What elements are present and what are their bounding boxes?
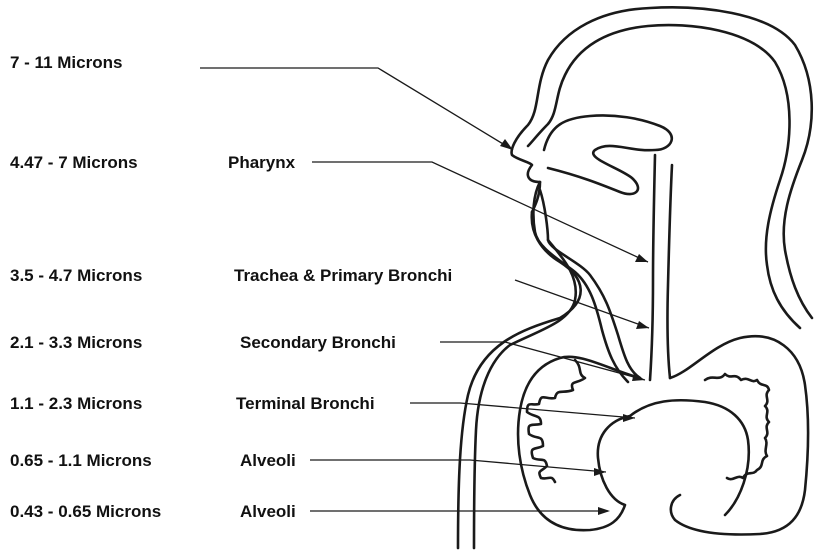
arrowhead-row-2 [635, 254, 648, 262]
leader-row-5 [410, 403, 635, 418]
leader-row-3 [515, 280, 649, 328]
leader-row-2 [312, 162, 648, 262]
particle-size-label-4: 2.1 - 3.3 Microns [10, 333, 142, 352]
trachea-left-wall [650, 155, 655, 380]
arrowhead-row-1 [500, 139, 513, 150]
region-label-pharynx: Pharynx [228, 153, 296, 172]
particle-size-label-6: 0.65 - 1.1 Microns [10, 451, 152, 470]
arrowhead-row-7 [598, 507, 610, 515]
leader-row-6 [310, 460, 606, 472]
neck-front [458, 212, 581, 548]
region-label-alveoli-2: Alveoli [240, 502, 296, 521]
particle-size-label-5: 1.1 - 2.3 Microns [10, 394, 142, 413]
nasal-cavity [544, 115, 672, 194]
particle-size-label-3: 3.5 - 4.7 Microns [10, 266, 142, 285]
left-lung [518, 357, 640, 530]
region-label-terminal-bronchi: Terminal Bronchi [236, 394, 375, 413]
particle-size-label-7: 0.43 - 0.65 Microns [10, 502, 161, 521]
arrowhead-row-3 [636, 321, 649, 329]
region-label-alveoli-1: Alveoli [240, 451, 296, 470]
head-inner-contour [528, 25, 800, 328]
labels: 7 - 11 Microns 4.47 - 7 Microns Pharynx … [10, 53, 452, 521]
right-lung [670, 336, 808, 534]
left-lung-folds [527, 360, 585, 482]
anatomy-outline [458, 7, 812, 548]
arrowhead-row-4 [632, 373, 645, 381]
pharynx-back [533, 182, 628, 382]
right-lung-folds [705, 374, 769, 479]
region-label-trachea: Trachea & Primary Bronchi [234, 266, 452, 285]
trachea-right-wall [667, 165, 672, 378]
particle-size-label-1: 7 - 11 Microns [10, 53, 122, 72]
region-label-secondary-bronchi: Secondary Bronchi [240, 333, 396, 352]
main-bronchi [630, 400, 749, 515]
particle-size-label-2: 4.47 - 7 Microns [10, 153, 138, 172]
pharynx-front [540, 190, 640, 378]
leader-row-1 [200, 68, 513, 150]
